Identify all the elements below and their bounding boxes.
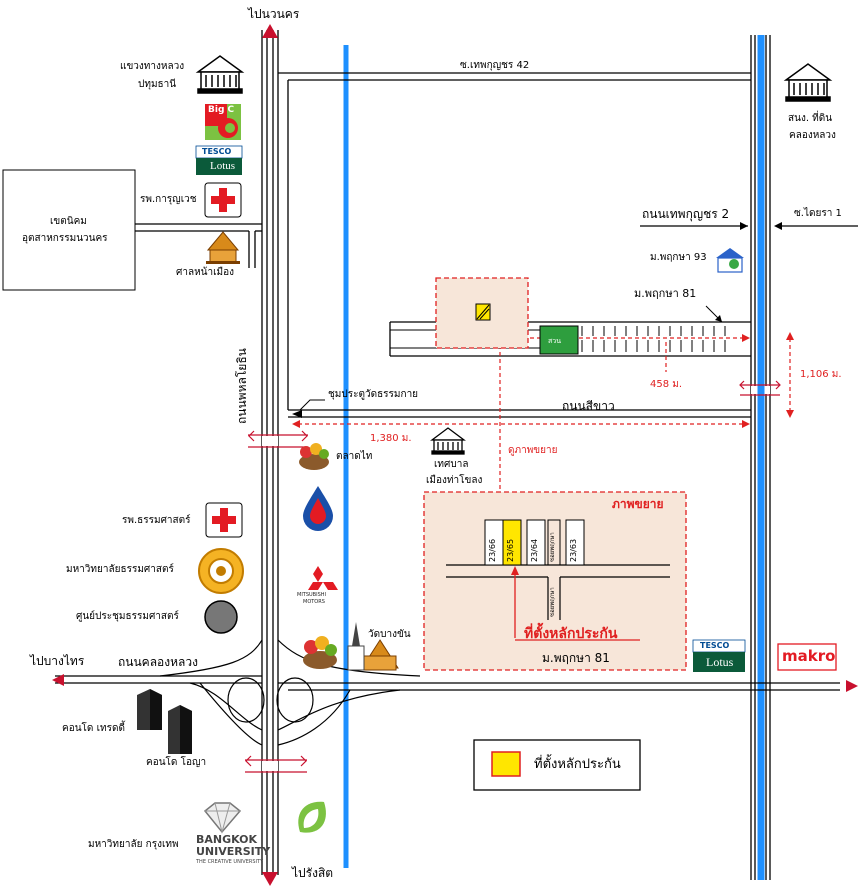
mitsubishi-logo-icon [308, 566, 338, 590]
village-93-house-icon [716, 248, 744, 273]
market-label: ตลาดไท [336, 451, 373, 462]
south-direction-label: ไปรังสิต [292, 866, 334, 880]
hospital-thammasat-cross-icon [205, 502, 243, 538]
bangkok-university-diamond-icon [203, 802, 242, 834]
shrine-label: ศาลหน้าเมือง [176, 267, 235, 278]
phahonyothin-label: ถนนพหลโยธิน [235, 348, 249, 424]
highway-dept-label-1: แขวงทางหลวง [120, 61, 185, 72]
market-basket-icon-2 [303, 636, 337, 669]
zoom-side-road-1: ซอยพฤกษา [549, 532, 556, 562]
park-label: สวน [548, 337, 561, 345]
tesco-text-right: TESCO [700, 641, 730, 650]
tesco-lotus-logo-left [195, 145, 243, 175]
municipality-building-icon [430, 427, 466, 455]
bu-tagline: THE CREATIVE UNIVERSITY [196, 859, 264, 865]
bangkok-univ-label: มหาวิทยาลัย กรุงเทพ [88, 839, 179, 850]
soi-42-road [278, 72, 751, 410]
temple-icon [347, 622, 399, 671]
mitsubishi-text-1: MITSUBISHI [297, 592, 326, 598]
condo-oyaya-building-icon [168, 705, 192, 754]
lotus-text-left: Lotus [210, 160, 236, 172]
lotus-text-right: Lotus [706, 655, 734, 669]
land-office-building-icon [783, 63, 833, 102]
big-c-text: Big C [208, 105, 235, 115]
mitsubishi-text-2: MOTORS [303, 599, 325, 605]
interchange [159, 639, 421, 746]
khlong-luang-road [55, 675, 840, 691]
temple-label: วัดบางขัน [368, 629, 411, 640]
phahonyothin-road [261, 30, 279, 875]
hospital-karun-label: รพ.การุญเวช [140, 194, 197, 205]
plot-23-64: 23/64 [530, 538, 539, 562]
condo-trendy-label: คอนโด เทรดดี้ [62, 723, 125, 734]
south-arrow-icon [262, 872, 278, 886]
distance-1380-label: 1,380 ม. [370, 433, 412, 444]
highway-dept-label-2: ปทุมธานี [138, 79, 177, 90]
park-area [539, 325, 579, 355]
zoom-collateral-label: ที่ตั้งหลักประกัน [524, 626, 618, 642]
khlong-luang-label: ถนนคลองหลวง [118, 655, 198, 669]
industrial-estate-label-1: เขตนิคม [50, 216, 87, 227]
distance-lines [298, 337, 791, 490]
highway-dept-building-icon [195, 55, 245, 94]
bu-text-2: UNIVERSITY [196, 845, 271, 858]
big-c-logo [205, 104, 241, 140]
tesco-text-left: TESCO [202, 147, 232, 156]
land-office-label-2: คลองหลวง [789, 130, 836, 141]
plot-23-63: 23/63 [569, 538, 578, 562]
bu-text-1: BANGKOK [196, 833, 258, 846]
village-93-label: ม.พฤกษา 93 [650, 252, 707, 263]
legend-label: ที่ตั้งหลักประกัน [534, 757, 621, 772]
soi-42-label: ซ.เทพกุญชร 42 [460, 60, 530, 71]
zoom-panel [423, 491, 687, 671]
zoom-plots [484, 519, 585, 566]
industrial-estate-box [2, 169, 136, 291]
village-81-label: ม.พฤกษา 81 [634, 287, 697, 300]
industrial-estate-label-2: อุตสาหกรรมนวนคร [22, 233, 108, 244]
municipality-label-1: เทศบาล [434, 459, 469, 470]
soi-right-label: ซ.ไดยรา 1 [794, 208, 842, 219]
community-road-label: ชุมประตูวัดธรรมกาย [328, 389, 419, 400]
convention-label: ศูนย์ประชุมธรรมศาสตร์ [76, 611, 179, 622]
shrine-icon [206, 231, 240, 264]
zoom-link-label: ดูภาพขยาย [508, 445, 558, 456]
leaf-logo-icon [298, 801, 326, 833]
plot-23-65: 23/65 [506, 538, 515, 562]
thepkunchon2-label: ถนนเทพกุญชร 2 [642, 207, 730, 221]
bridges [245, 380, 781, 773]
convention-center-icon [204, 600, 238, 634]
ptt-logo-icon [303, 486, 333, 531]
condo-trendy-building-icon [137, 689, 162, 730]
west-direction-label: ไปบางไทร [30, 654, 85, 668]
north-direction-label: ไปนวนคร [248, 7, 300, 21]
makro-text: makro [782, 647, 836, 665]
right-road [750, 35, 771, 880]
univ-thammasat-label: มหาวิทยาลัยธรรมศาสตร์ [66, 564, 174, 575]
siew-road-label: ถนนสีขาว [562, 399, 615, 413]
thammasat-seal-icon [198, 548, 244, 594]
condo-oyaya-label: คอนโด โอญา [146, 757, 207, 768]
market-basket-icon [299, 443, 329, 470]
hospital-karun-cross-icon [204, 182, 242, 218]
plot-23-66: 23/66 [488, 538, 497, 562]
distance-1106-label: 1,106 ม. [800, 369, 842, 380]
distance-458-label: 458 ม. [650, 379, 683, 390]
siew-road [288, 409, 751, 418]
east-arrow-icon [846, 680, 858, 692]
north-arrow-icon [262, 24, 278, 38]
legend-swatch [491, 751, 521, 777]
zoom-title: ภาพขยาย [612, 497, 664, 511]
tesco-lotus-logo-right [692, 639, 746, 672]
municipality-label-2: เมืองท่าโขลง [426, 475, 483, 486]
west-arrow-icon [52, 674, 64, 686]
zoom-side-road-2: ซอยพฤกษา [549, 587, 556, 617]
zoom-village-label: ม.พฤกษา 81 [542, 651, 610, 665]
hospital-thammasat-label: รพ.ธรรมศาสตร์ [122, 515, 191, 526]
makro-logo [777, 643, 837, 671]
land-office-label-1: สนง. ที่ดิน [788, 113, 833, 124]
